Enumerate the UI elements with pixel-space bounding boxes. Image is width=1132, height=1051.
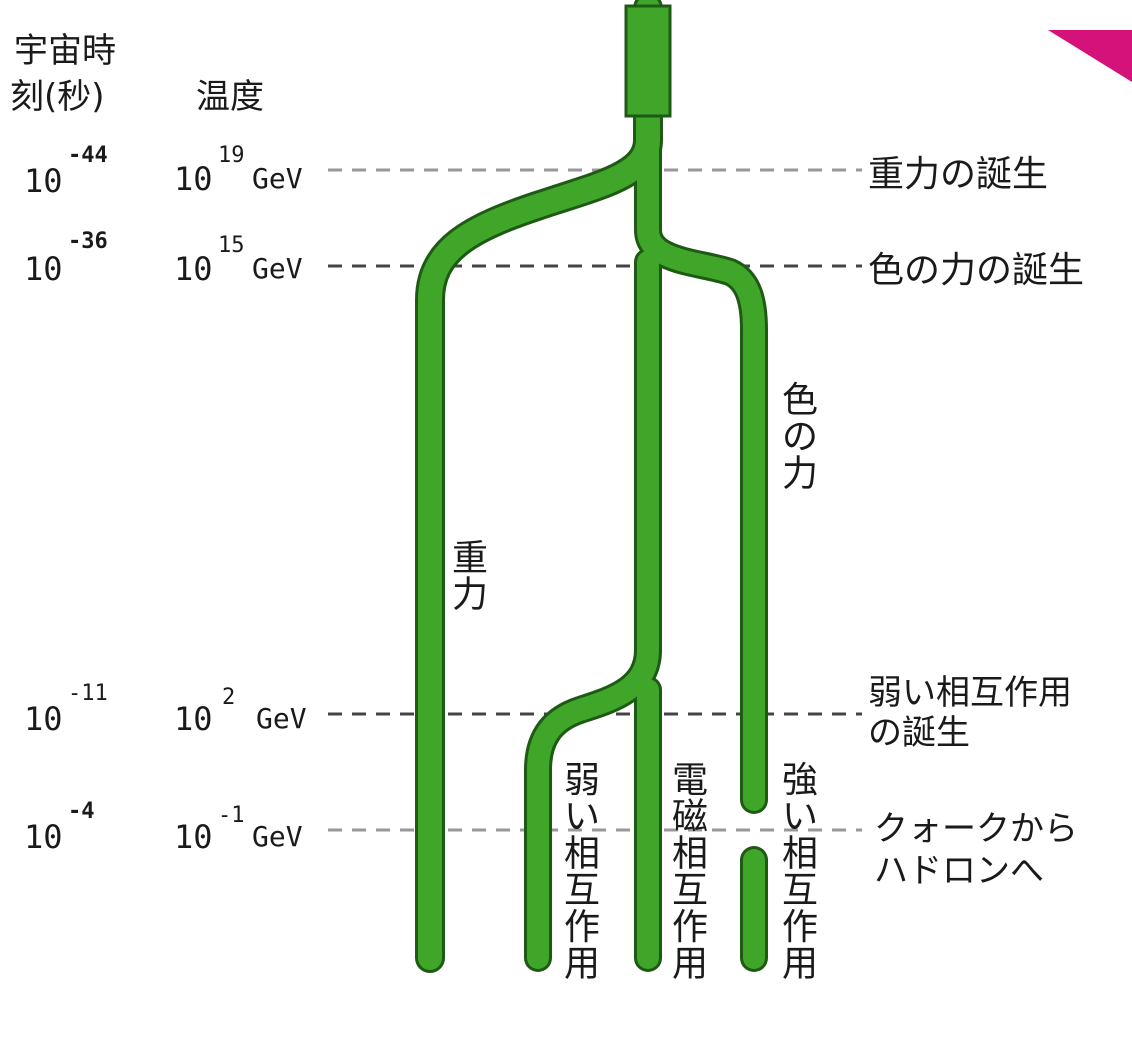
temp-value-2-exp: 15 xyxy=(218,233,245,258)
time-values: 10 -44 10 -36 10 -11 10 -4 xyxy=(24,143,108,856)
time-value-1-base: 10 xyxy=(24,162,63,200)
color-force-branch xyxy=(637,129,765,811)
trunk-top xyxy=(624,4,672,118)
temp-value-4-base: 10 xyxy=(174,818,213,856)
corner-accent-triangle xyxy=(1048,30,1132,82)
temp-value-4-unit: GeV xyxy=(252,820,303,853)
time-value-3-exp: -11 xyxy=(68,681,108,706)
time-value-1-exp: -44 xyxy=(68,143,108,168)
temperature-values: 10 19 GeV 10 15 GeV 10 2 GeV 10 -1 GeV xyxy=(174,143,307,856)
temp-value-2-unit: GeV xyxy=(252,252,303,285)
event-gravity-birth: 重力の誕生 xyxy=(868,154,1048,195)
label-gravity: 重力 xyxy=(452,538,488,616)
main-stem-edge xyxy=(634,126,768,814)
temp-value-3-unit: GeV xyxy=(256,702,307,735)
temperature-label: 温度 xyxy=(196,77,264,117)
temp-value-1-unit: GeV xyxy=(252,162,303,195)
weak-force-branch xyxy=(527,251,659,969)
temp-value-4-exp: -1 xyxy=(218,803,245,828)
event-weak-birth-line2: の誕生 xyxy=(868,713,970,753)
event-labels: 重力の誕生 色の力の誕生 弱い相互作用 の誕生 クォークから ハドロンへ xyxy=(868,154,1084,891)
label-weak-interaction: 弱い相互作用 xyxy=(564,760,600,985)
temp-value-3-base: 10 xyxy=(174,700,213,738)
time-value-4-exp: -4 xyxy=(68,799,95,824)
force-branch-tree xyxy=(415,0,768,973)
event-hadron-line1: クォークから xyxy=(874,809,1078,849)
label-color-force: 色の力 xyxy=(782,380,818,494)
time-value-2-base: 10 xyxy=(24,250,63,288)
label-strong-interaction: 強い相互作用 xyxy=(782,760,818,985)
label-em-interaction: 電磁相互作用 xyxy=(672,760,708,985)
event-weak-birth-line1: 弱い相互作用 xyxy=(868,673,1072,713)
temp-value-1-exp: 19 xyxy=(218,143,245,168)
time-value-2-exp: -36 xyxy=(68,229,108,254)
time-value-4-base: 10 xyxy=(24,818,63,856)
event-color-force-birth: 色の力の誕生 xyxy=(868,250,1084,291)
temp-value-1-base: 10 xyxy=(174,160,213,198)
event-hadron-line2: ハドロンへ xyxy=(874,851,1044,891)
temp-value-2-base: 10 xyxy=(174,250,213,288)
time-label-line2: 刻(秒) xyxy=(10,77,105,117)
time-label-line1: 宇宙時 xyxy=(14,31,116,71)
time-value-3-base: 10 xyxy=(24,700,63,738)
temp-value-3-exp: 2 xyxy=(222,685,235,710)
